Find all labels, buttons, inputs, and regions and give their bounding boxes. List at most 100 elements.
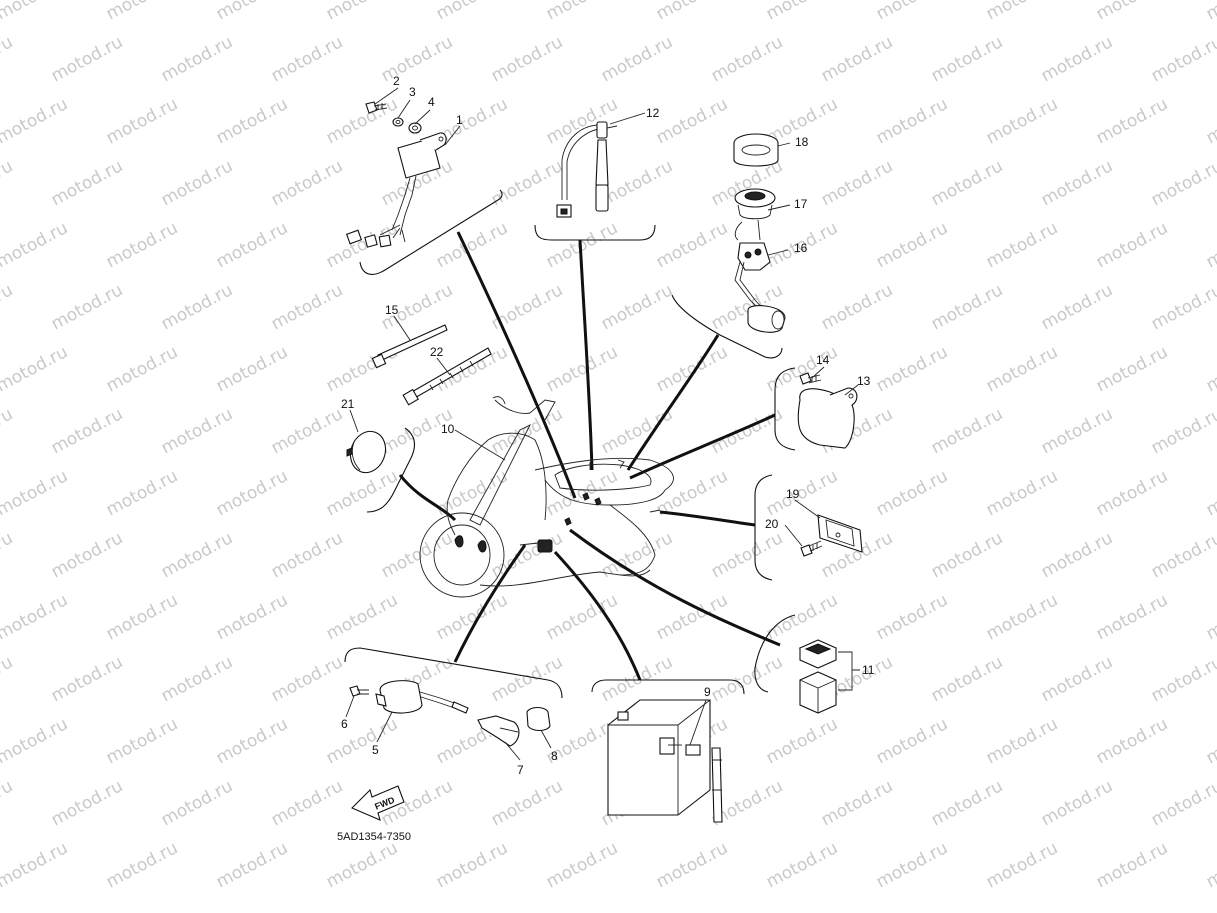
watermark-text: motod.ru (1148, 156, 1217, 210)
diagram-code: 5AD1354-7350 (337, 831, 411, 843)
watermark-text: motod.ru (488, 776, 566, 830)
watermark-text: motod.ru (0, 776, 16, 830)
watermark-text: motod.ru (1148, 776, 1217, 830)
callout-12: 12 (646, 106, 660, 120)
callout-1: 1 (456, 113, 463, 127)
watermark-text: motod.ru (0, 0, 71, 24)
watermark-text: motod.ru (1093, 590, 1171, 644)
fuse-block-icon (799, 671, 837, 714)
watermark-text: motod.ru (488, 280, 566, 334)
watermark-text: motod.ru (708, 652, 786, 706)
watermark-text: motod.ru (653, 218, 731, 272)
watermark-text: motod.ru (268, 404, 346, 458)
watermark-text: motod.ru (488, 652, 566, 706)
watermark-text: motod.ru (0, 528, 16, 582)
watermark-text: motod.ru (818, 32, 896, 86)
watermark-text: motod.ru (818, 776, 896, 830)
watermark-text: motod.ru (48, 32, 126, 86)
callout-7: 7 (517, 763, 524, 777)
watermark-text: motod.ru (323, 466, 401, 520)
watermark-text: motod.ru (323, 590, 401, 644)
bolt-icon (800, 540, 823, 557)
callout-13: 13 (857, 374, 871, 388)
plug-cap-icon (477, 715, 520, 747)
callout-14: 14 (816, 353, 830, 367)
watermark-text: motod.ru (103, 838, 181, 892)
callout-labels: 1 2 3 4 5 6 7 8 9 10 11 12 13 14 15 16 1… (341, 74, 875, 777)
watermark-text: motod.ru (983, 342, 1061, 396)
watermark-text: motod.ru (543, 94, 621, 148)
watermark-text: motod.ru (598, 32, 676, 86)
watermark-text: motod.ru (268, 280, 346, 334)
watermark-text: motod.ru (268, 776, 346, 830)
watermark-text: motod.ru (1203, 714, 1217, 768)
watermark-text: motod.ru (928, 776, 1006, 830)
watermark-text: motod.ru (708, 32, 786, 86)
callout-10: 10 (441, 422, 455, 436)
watermark-text: motod.ru (598, 652, 676, 706)
watermark-text: motod.ru (1093, 0, 1171, 24)
watermark-text: motod.ru (1093, 838, 1171, 892)
watermark-text: motod.ru (1038, 404, 1116, 458)
bolt-icon (365, 101, 388, 114)
watermark-text: motod.ru (103, 466, 181, 520)
watermark-text: motod.ru (48, 776, 126, 830)
watermark-text: motod.ru (543, 466, 621, 520)
watermark-text: motod.ru (763, 0, 841, 24)
watermark-text: motod.ru (378, 528, 456, 582)
watermark-text: motod.ru (653, 342, 731, 396)
cover-cap-icon (346, 430, 387, 474)
watermark-text: motod.ru (103, 94, 181, 148)
watermark-text: motod.ru (103, 590, 181, 644)
watermark-text: motod.ru (0, 218, 71, 272)
watermark-text: motod.ru (1093, 218, 1171, 272)
group-brackets (344, 189, 796, 699)
watermark-text: motod.ru (873, 342, 951, 396)
watermark-text: motod.ru (323, 714, 401, 768)
watermark-text: motod.ru (378, 32, 456, 86)
watermark-text: motod.ru (818, 280, 896, 334)
callout-11: 11 (862, 663, 875, 677)
watermark-text: motod.ru (1148, 404, 1217, 458)
callout-2: 2 (393, 74, 400, 88)
callout-5: 5 (372, 743, 379, 757)
watermark-text: motod.ru (873, 218, 951, 272)
watermark-text: motod.ru (1038, 156, 1116, 210)
watermark-text: motod.ru (103, 218, 181, 272)
watermark-text: motod.ru (1093, 342, 1171, 396)
watermark-text: motod.ru (158, 32, 236, 86)
watermark-text: motod.ru (873, 0, 951, 24)
watermark-text: motod.ru (488, 32, 566, 86)
watermark-text: motod.ru (1148, 32, 1217, 86)
watermark-text: motod.ru (158, 528, 236, 582)
watermark-text: motod.ru (1093, 714, 1171, 768)
callout-18: 18 (795, 135, 809, 149)
flasher-relay-icon (797, 387, 858, 449)
watermark-text: motod.ru (1038, 280, 1116, 334)
watermark-text: motod.ru (1203, 590, 1217, 644)
callout-6: 6 (341, 717, 348, 731)
grommet-icon (733, 133, 779, 167)
fuel-sender-unit-icon (734, 242, 786, 333)
watermark-text: motod.ru (1038, 776, 1116, 830)
watermark-text: motod.ru (543, 0, 621, 24)
watermark-text: motod.ru (763, 590, 841, 644)
callout-15: 15 (385, 303, 399, 317)
scooter-outline (419, 396, 674, 598)
watermark-text: motod.ru (928, 528, 1006, 582)
watermark-text: motod.ru (1203, 218, 1217, 272)
watermark-text: motod.ru (1203, 838, 1217, 892)
watermark-text: motod.ru (213, 342, 291, 396)
fwd-arrow-icon: FWD (351, 785, 405, 821)
cable-tie-icon (371, 324, 448, 369)
watermark-text: motod.ru (873, 714, 951, 768)
watermark-text: motod.ru (873, 466, 951, 520)
gasket-icon (734, 188, 776, 241)
fuse-cover-icon (798, 639, 838, 669)
watermark-text: motod.ru (213, 0, 291, 24)
watermark-text: motod.ru (268, 156, 346, 210)
watermark-text: motod.ru (48, 652, 126, 706)
watermark-text: motod.ru (488, 156, 566, 210)
sleeve-icon (526, 706, 551, 732)
